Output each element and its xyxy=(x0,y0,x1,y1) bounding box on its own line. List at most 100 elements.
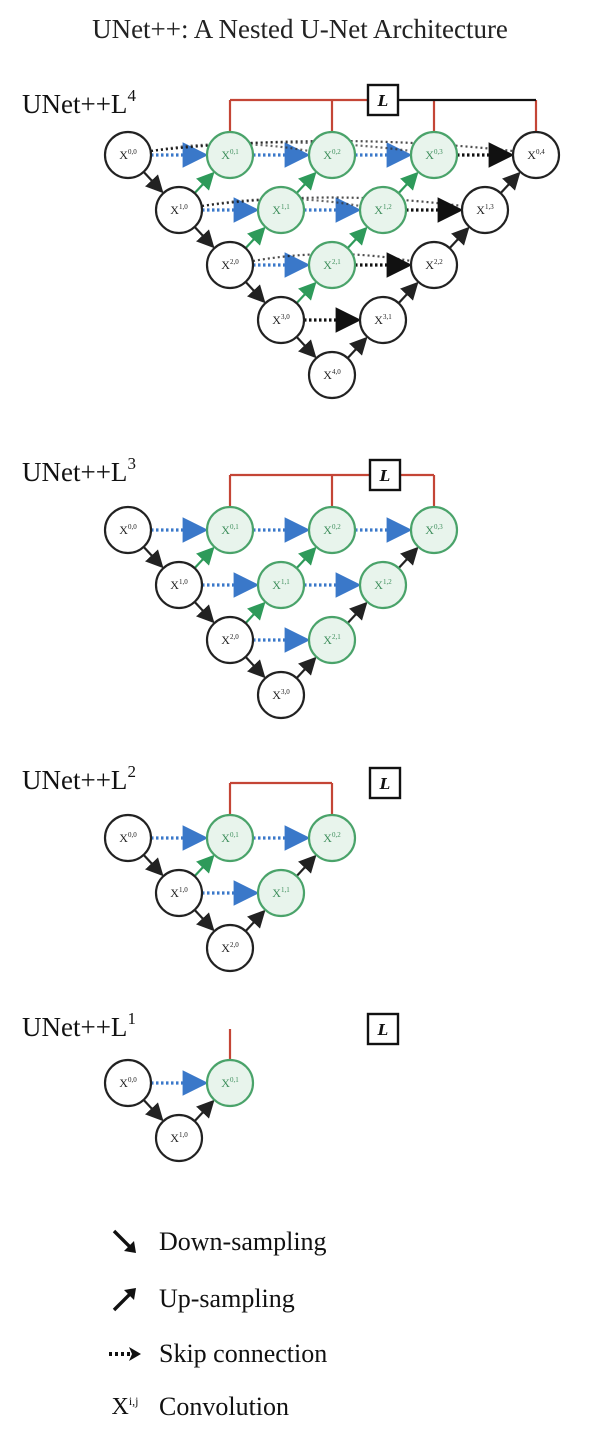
node-label: X2,2 xyxy=(425,258,443,272)
node-label: X0,0 xyxy=(119,831,137,845)
node-x-0-3 xyxy=(409,505,459,555)
node-x-1-0 xyxy=(154,1113,204,1163)
node-label: X2,0 xyxy=(221,258,239,272)
dense-skip-arc xyxy=(252,252,412,263)
legend-conv: Xi,j Convolution xyxy=(105,1387,289,1427)
down-sampling-arrow xyxy=(142,546,164,569)
up-sampling-arrow xyxy=(244,601,266,624)
node-label: X1,2 xyxy=(374,578,392,592)
node-x-2-1 xyxy=(307,240,357,290)
node-label: X0,4 xyxy=(527,148,545,162)
node-x-1-0 xyxy=(154,185,204,235)
node-label: X3,0 xyxy=(272,313,290,327)
up-sampling-arrow xyxy=(346,226,368,249)
up-sampling-arrow xyxy=(244,226,266,249)
node-label: X0,1 xyxy=(221,148,239,162)
node-x-2-0 xyxy=(205,240,255,290)
node-x-1-1 xyxy=(256,868,306,918)
node-x-2-0 xyxy=(205,923,255,973)
dense-skip-arc xyxy=(201,196,463,208)
node-label: X0,1 xyxy=(221,1076,239,1090)
node-label: X2,1 xyxy=(323,633,341,647)
node-x-0-4 xyxy=(511,130,561,180)
dense-skip-arc xyxy=(201,197,361,208)
node-x-1-0 xyxy=(154,560,204,610)
node-x-1-1 xyxy=(256,560,306,610)
node-label: X4,0 xyxy=(323,368,341,382)
up-sampling-arrow xyxy=(295,171,317,194)
node-label: X0,1 xyxy=(221,523,239,537)
loss-box xyxy=(368,766,402,800)
variant-label-l3: UNet++L3 xyxy=(22,454,136,487)
node-label: X2,1 xyxy=(323,258,341,272)
node-label: X0,3 xyxy=(425,148,443,162)
node-x-0-0 xyxy=(103,1058,153,1108)
node-label: X0,0 xyxy=(119,523,137,537)
up-sampling-arrow xyxy=(346,336,368,359)
up-sampling-arrow xyxy=(499,171,521,194)
loss-symbol: L xyxy=(379,775,391,793)
variant-label-l1: UNet++L1 xyxy=(22,1009,136,1042)
up-sampling-arrow xyxy=(295,656,317,679)
up-sampling-arrow xyxy=(397,281,419,304)
down-sampling-arrow xyxy=(244,281,266,304)
node-x-0-3 xyxy=(409,130,459,180)
node-label: X0,2 xyxy=(323,523,341,537)
node-x-0-0 xyxy=(103,813,153,863)
page-title: UNet++: A Nested U-Net Architecture xyxy=(92,14,508,44)
up-sampling-arrow xyxy=(193,854,215,877)
legend-down-label: Down-sampling xyxy=(159,1227,327,1256)
down-sampling-arrow xyxy=(193,601,215,624)
variant-diagram-l1: L X0,0 X0,1X1,0 xyxy=(103,1012,400,1163)
node-label: X0,2 xyxy=(323,148,341,162)
node-label: X0,1 xyxy=(221,831,239,845)
loss-symbol: L xyxy=(377,92,389,110)
node-x-3-1 xyxy=(358,295,408,345)
node-label: X1,0 xyxy=(170,886,188,900)
node-x-1-0 xyxy=(154,868,204,918)
loss-box xyxy=(368,458,402,492)
node-label: X1,1 xyxy=(272,578,290,592)
down-sampling-arrow xyxy=(244,656,266,679)
down-sampling-arrow xyxy=(142,171,164,194)
node-x-2-2 xyxy=(409,240,459,290)
skip-arrow-icon xyxy=(105,1334,145,1374)
node-x-1-2 xyxy=(358,185,408,235)
loss-symbol: L xyxy=(377,1021,389,1039)
node-x-0-1 xyxy=(205,1058,255,1108)
node-label: X0,0 xyxy=(119,1076,137,1090)
up-sampling-arrow xyxy=(346,601,368,624)
conv-symbol-icon: Xi,j xyxy=(111,1393,139,1420)
up-sampling-arrow xyxy=(295,546,317,569)
node-label: X1,2 xyxy=(374,203,392,217)
loss-symbol: L xyxy=(379,467,391,485)
down-sampling-arrow xyxy=(142,854,164,877)
dense-skip-arc xyxy=(150,142,310,153)
down-sampling-arrow xyxy=(142,1099,164,1122)
up-sampling-arrow xyxy=(448,226,470,249)
up-arrow-icon xyxy=(105,1279,145,1319)
node-x-0-2 xyxy=(307,813,357,863)
legend-up: Up-sampling xyxy=(105,1279,295,1319)
node-x-0-1 xyxy=(205,505,255,555)
node-label: X1,3 xyxy=(476,203,494,217)
down-arrow-icon xyxy=(105,1222,145,1262)
node-x-2-1 xyxy=(307,615,357,665)
loss-box xyxy=(366,1012,400,1046)
node-label: X1,1 xyxy=(272,886,290,900)
legend-skip: Skip connection xyxy=(105,1334,327,1374)
node-x-0-1 xyxy=(205,813,255,863)
node-x-4-0 xyxy=(307,350,357,400)
node-x-3-0 xyxy=(256,295,306,345)
node-label: X1,0 xyxy=(170,1131,188,1145)
node-x-1-2 xyxy=(358,560,408,610)
up-sampling-arrow xyxy=(397,546,419,569)
variant-label-l2: UNet++L2 xyxy=(22,762,136,795)
up-sampling-arrow xyxy=(193,546,215,569)
legend-down: Down-sampling xyxy=(105,1222,327,1262)
node-label: X0,2 xyxy=(323,831,341,845)
up-sampling-arrow xyxy=(193,1099,215,1122)
